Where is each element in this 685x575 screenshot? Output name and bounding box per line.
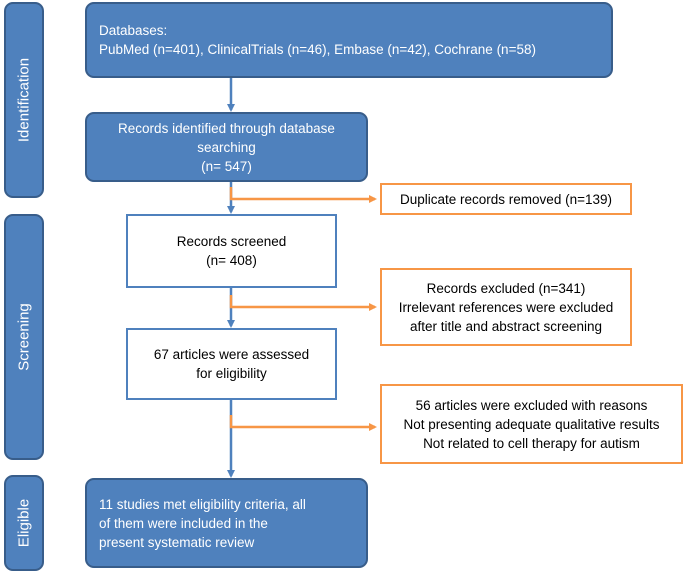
duplicates-box: Duplicate records removed (n=139) xyxy=(380,183,632,215)
records-identified-box: Records identified through database sear… xyxy=(85,112,368,182)
articles-assessed-line-1: 67 articles were assessed xyxy=(153,347,310,362)
records-screened-count: (n= 408) xyxy=(206,253,257,268)
records-screened-label: Records screened xyxy=(176,234,287,249)
articles-assessed-box: 67 articles were assessed for eligibilit… xyxy=(126,328,337,400)
phase-identification: Identification xyxy=(4,2,44,198)
records-excluded-box: Records excluded (n=341) Irrelevant refe… xyxy=(380,268,632,346)
arrow-to-duplicates xyxy=(229,187,377,203)
records-identified-count: (n= 547) xyxy=(201,158,252,174)
phase-eligible: Eligible xyxy=(4,475,44,571)
phase-screening: Screening xyxy=(4,214,44,460)
records-identified-line-2: searching xyxy=(197,139,256,155)
phase-screening-label: Screening xyxy=(15,303,33,371)
records-screened-box: Records screened (n= 408) xyxy=(126,214,337,288)
articles-excluded-box: 56 articles were excluded with reasons N… xyxy=(380,384,683,464)
studies-included-line-3: present systematic review xyxy=(99,534,255,550)
records-excluded-count: Records excluded (n=341) xyxy=(426,280,586,296)
articles-excluded-reason-2: Not related to cell therapy for autism xyxy=(423,435,640,451)
arrow-to-excluded-reasons xyxy=(229,415,377,431)
studies-included-line-1: 11 studies met eligibility criteria, all xyxy=(99,496,306,512)
records-excluded-reason-2: after title and abstract screening xyxy=(409,318,603,334)
articles-assessed-line-2: for eligibility xyxy=(196,366,267,381)
arrow-to-excluded xyxy=(229,295,377,311)
articles-excluded-reason-1: Not presenting adequate qualitative resu… xyxy=(403,416,660,432)
phase-identification-label: Identification xyxy=(15,57,33,143)
records-excluded-reason-1: Irrelevant references were excluded xyxy=(398,299,614,315)
databases-heading: Databases: xyxy=(99,23,168,38)
records-identified-line-1: Records identified through database xyxy=(118,120,335,136)
databases-counts: PubMed (n=401), ClinicalTrials (n=46), E… xyxy=(99,42,536,57)
studies-included-line-2: of them were included in the xyxy=(99,515,268,531)
articles-excluded-count: 56 articles were excluded with reasons xyxy=(415,397,648,413)
studies-included-box: 11 studies met eligibility criteria, all… xyxy=(85,478,368,568)
phase-eligible-label: Eligible xyxy=(15,498,33,548)
duplicates-text: Duplicate records removed (n=139) xyxy=(400,191,612,207)
databases-box: Databases: PubMed (n=401), ClinicalTrial… xyxy=(85,2,613,78)
